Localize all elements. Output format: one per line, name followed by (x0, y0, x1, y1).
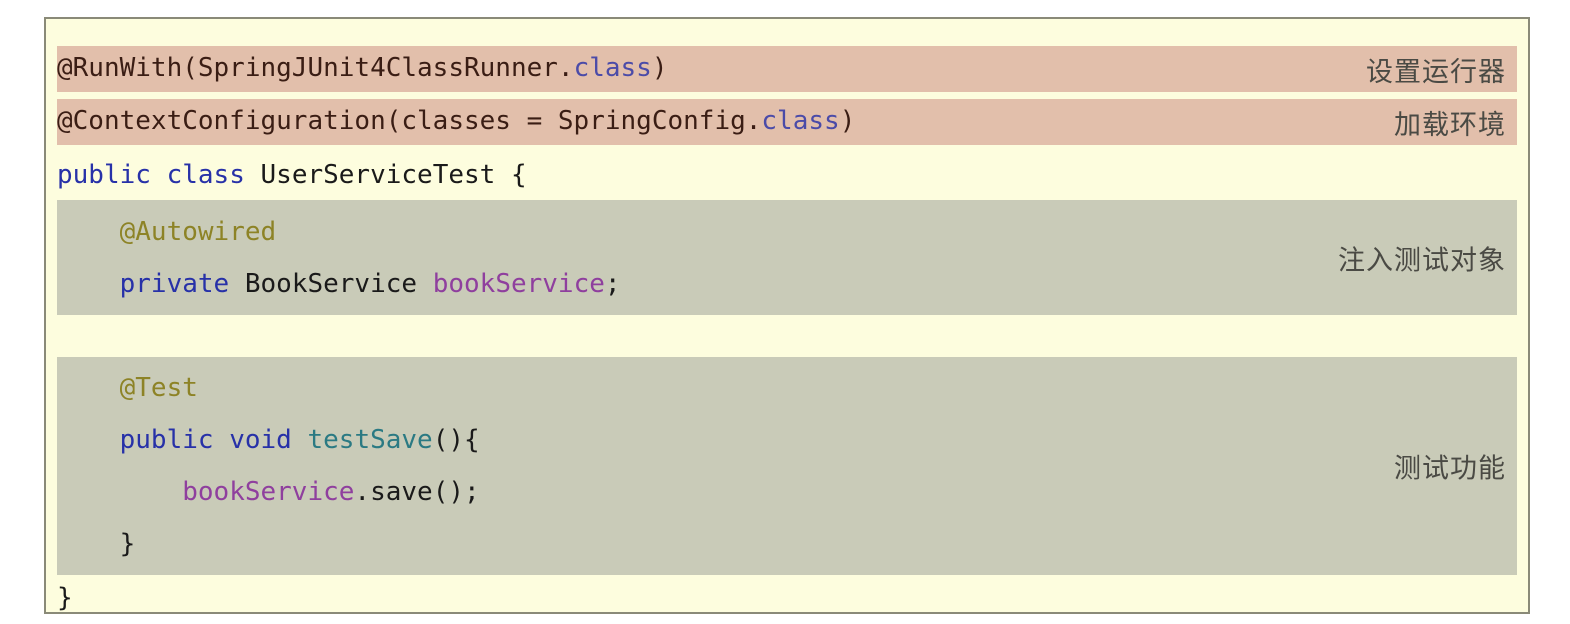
keyword-private: private (119, 268, 230, 299)
annotation-note-runwith: 设置运行器 (1366, 56, 1506, 88)
annotation-test: @Test (119, 373, 198, 403)
code-blank-line (46, 315, 1528, 357)
brace-close-method: } (119, 529, 136, 559)
code-line-autowired: @Autowired (57, 206, 1528, 258)
method-call-save: .save(); (354, 477, 480, 507)
code-line-method-call: bookService.save(); (57, 466, 1528, 518)
code-line-contextconfiguration: @ContextConfiguration(classes = SpringCo… (46, 99, 1528, 145)
brace-open-class: { (510, 160, 527, 191)
type-bookservice: BookService (244, 268, 418, 299)
annotation-contextconfiguration: @ContextConfiguration(classes = SpringCo… (57, 106, 762, 137)
code-line-field-declaration: private BookService bookService; (57, 258, 1528, 310)
paren-close-2: ) (839, 106, 856, 137)
field-bookservice: bookService (432, 268, 605, 299)
method-testsave: testSave (307, 425, 433, 455)
annotation-autowired: @Autowired (119, 216, 277, 247)
code-line-closing-brace: } (46, 575, 1528, 612)
code-line-test-annotation: @Test (57, 362, 1528, 414)
code-line-runwith: @RunWith(SpringJUnit4ClassRunner.class) … (46, 46, 1528, 92)
highlight-band-pink (57, 99, 1517, 145)
code-line-runwith-text: @RunWith(SpringJUnit4ClassRunner.class) (46, 55, 668, 82)
keyword-void: void (229, 425, 292, 455)
annotation-note-test: 测试功能 (1394, 453, 1506, 485)
type-userservicetest: UserServiceTest (260, 160, 496, 191)
code-line-class-declaration: public class UserServiceTest { (46, 153, 1528, 199)
keyword-class-2: class (761, 106, 840, 137)
keyword-class-1: class (573, 53, 652, 84)
semicolon-field: ; (604, 268, 621, 299)
paren-close-1: ) (651, 53, 668, 84)
code-block-inject-test-object: @Autowired private BookService bookServi… (46, 200, 1528, 315)
keyword-public-1: public (57, 160, 151, 191)
code-line-class-declaration-text: public class UserServiceTest { (46, 162, 527, 189)
code-line-method-signature: public void testSave(){ (57, 414, 1528, 466)
code-block-test-method: @Test public void testSave(){ bookServic… (46, 357, 1528, 575)
annotation-note-inject: 注入测试对象 (1338, 245, 1506, 276)
keyword-public-2: public (119, 425, 214, 455)
highlight-band-pink (57, 46, 1517, 92)
annotation-note-contextconfiguration: 加载环境 (1394, 109, 1506, 141)
method-parens: (){ (432, 425, 480, 455)
highlight-band-gray (57, 357, 1517, 575)
annotation-runwith: @RunWith(SpringJUnit4ClassRunner. (57, 53, 574, 84)
keyword-class-3: class (166, 160, 245, 191)
code-snippet-card: @RunWith(SpringJUnit4ClassRunner.class) … (44, 17, 1530, 614)
field-bookservice-call: bookService (182, 477, 355, 507)
code-line-contextconfiguration-text: @ContextConfiguration(classes = SpringCo… (46, 108, 855, 135)
code-line-closing-brace-text: } (46, 585, 73, 612)
code-line-method-close: } (57, 518, 1528, 570)
brace-close-class: } (57, 583, 73, 614)
highlight-band-gray (57, 200, 1517, 315)
